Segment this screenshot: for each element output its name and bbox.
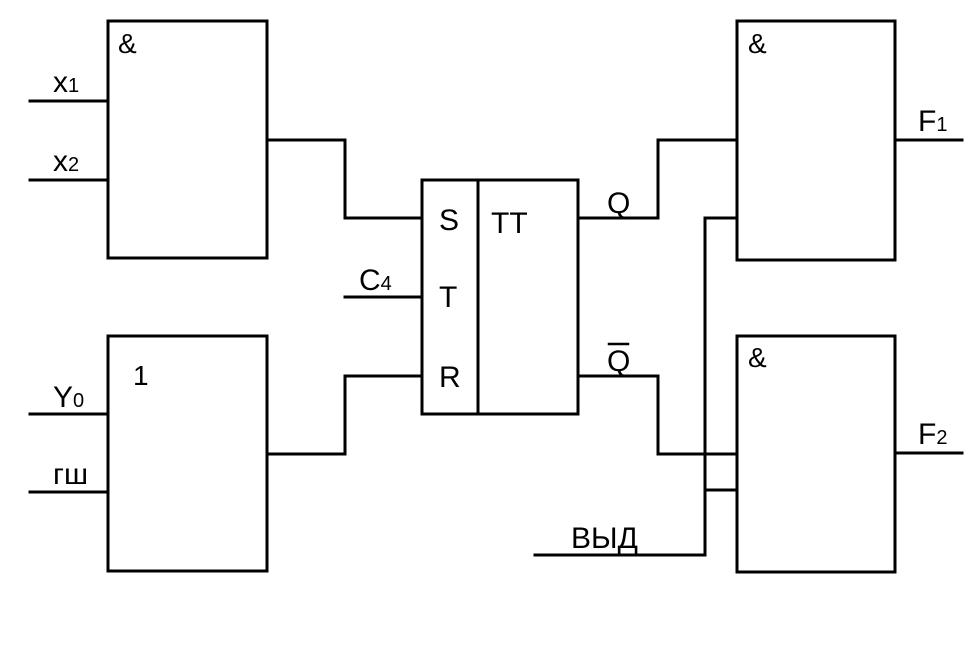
- trigger-box: [420, 178, 580, 416]
- input-c4-label: C4: [359, 264, 392, 297]
- trigger-r-label: R: [439, 361, 461, 394]
- trigger-symbol: TT: [491, 207, 528, 240]
- wires: [28, 99, 964, 557]
- wire-or-to-r: [265, 374, 424, 456]
- input-gsh-label: гш: [53, 458, 88, 491]
- and-gate-f1: [735, 19, 897, 262]
- and-gate-f2-symbol: &: [748, 342, 767, 373]
- input-x1-label: x1: [53, 66, 79, 99]
- wire-vyd: [533, 216, 739, 557]
- output-f2-label: F2: [918, 418, 947, 451]
- output-q-label: Q: [607, 187, 630, 220]
- output-f1-label: F1: [918, 105, 947, 138]
- wire-q-to-and-f1: [576, 138, 739, 220]
- and-gate-f2: [735, 334, 897, 574]
- wire-qbar-to-and-f2: [576, 374, 739, 456]
- and-gate-input: [106, 19, 269, 260]
- or-gate-input: [106, 334, 269, 573]
- and-gate-input-symbol: &: [118, 28, 137, 59]
- wire-and-to-s: [265, 138, 424, 220]
- trigger-t-label: T: [439, 281, 457, 314]
- input-y0-label: Y0: [53, 381, 84, 414]
- output-qbar-label: Q: [607, 345, 630, 378]
- trigger-s-label: S: [439, 204, 459, 237]
- and-gate-f1-symbol: &: [748, 28, 767, 59]
- input-x2-label: x2: [53, 145, 79, 178]
- or-gate-input-symbol: 1: [133, 360, 149, 391]
- input-vyd-label: ВЫД: [571, 522, 638, 555]
